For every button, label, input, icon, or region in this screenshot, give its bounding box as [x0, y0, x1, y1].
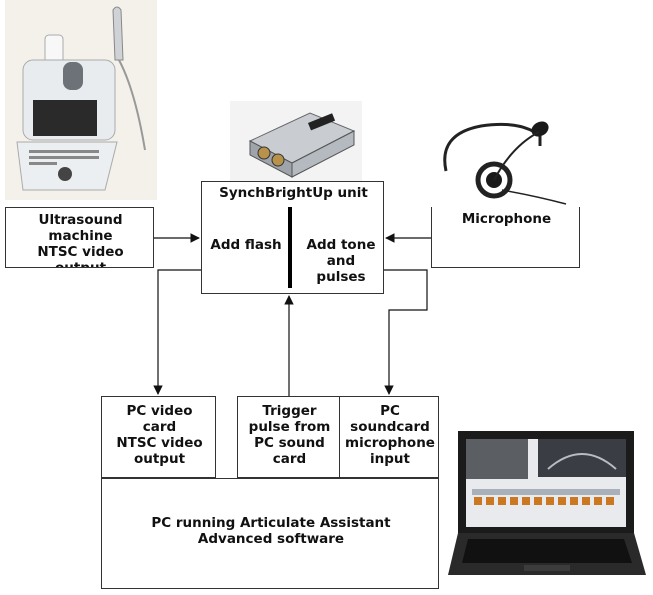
- arrow-unit-to-soundcard: [384, 269, 428, 395]
- video-card-label: PC video card NTSC video output: [116, 403, 203, 467]
- soundcard-box: PC soundcard microphone input: [339, 396, 439, 478]
- trigger-box: Trigger pulse from PC sound card: [237, 396, 340, 478]
- video-card-box: PC video card NTSC video output: [101, 396, 216, 478]
- pc-box: PC running Articulate Assistant Advanced…: [101, 478, 439, 589]
- microphone-box: Microphone: [431, 207, 580, 268]
- arrow-unit-to-video-card: [153, 269, 201, 395]
- laptop-photo: [448, 431, 646, 575]
- microphone-headset-photo: [443, 121, 567, 205]
- microphone-label: Microphone: [461, 211, 552, 227]
- ultrasound-box: Ultrasound machine NTSC video output: [5, 207, 154, 268]
- synchbrightup-unit-box: SynchBrightUp unit Add flash Add tone an…: [201, 181, 384, 294]
- pc-label: PC running Articulate Assistant Advanced…: [151, 515, 391, 547]
- unit-title: SynchBrightUp unit: [219, 185, 368, 201]
- ultrasound-label: Ultrasound machine NTSC video output: [37, 212, 124, 268]
- ultrasound-machine-photo: [5, 0, 157, 200]
- synchbrightup-device-photo: [230, 101, 362, 181]
- trigger-label: Trigger pulse from PC sound card: [248, 403, 331, 467]
- soundcard-label: PC soundcard microphone input: [345, 403, 435, 467]
- add-tone-pulses-label: Add tone and pulses: [306, 237, 376, 285]
- add-flash-label: Add flash: [210, 237, 282, 253]
